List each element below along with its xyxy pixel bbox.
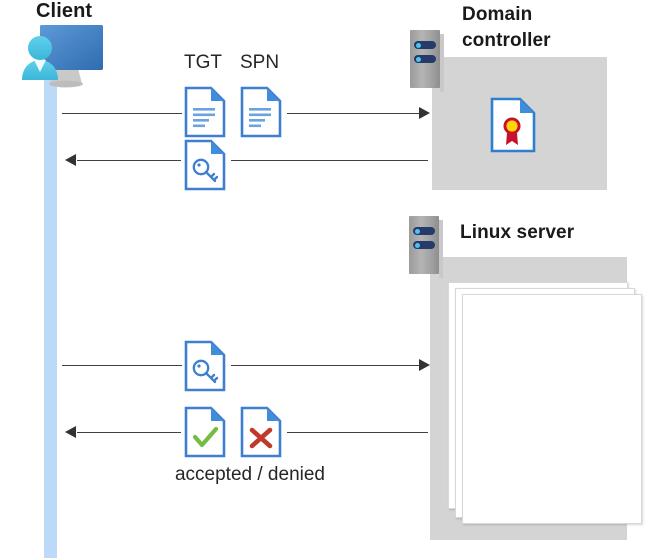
page-title-client: Client [36,0,93,22]
container-card-front: Container SQL [462,294,642,524]
rack-led-icon [414,55,436,63]
accepted-denied-label: accepted / denied [174,464,325,485]
domain-controller-title-line2: controller [462,30,551,51]
flow-2-line-left [77,160,181,161]
linux-server-title: Linux server [460,222,575,243]
spn-label: SPN [240,52,280,73]
domain-controller-title-line1: Domain [462,4,533,25]
certificate-icon [490,97,536,158]
accepted-document-icon [184,406,226,463]
flow-4-line-right [287,432,428,433]
rack-led-icon [413,241,435,249]
rack-led-icon [413,227,435,235]
tgt-label: TGT [184,52,222,73]
domain-controller-title: Domain controller [462,2,622,54]
flow-2-line-right [231,160,428,161]
tgt-document-icon [184,86,226,143]
flow-1-line-right [287,113,421,114]
service-ticket-key-document-icon [184,340,226,397]
flow-4-line-left [77,432,181,433]
flow-2-arrowhead [65,154,76,166]
spn-document-icon [240,86,282,143]
ticket-key-document-icon [184,139,226,196]
flow-1-line-left [62,113,182,114]
linux-server-rack-icon [409,216,443,278]
flow-3-line-right [231,365,421,366]
client-icon [10,22,110,92]
domain-controller-server-rack-icon [410,30,444,92]
denied-document-icon [240,406,282,463]
flow-1-arrowhead [419,107,430,119]
flow-3-arrowhead [419,359,430,371]
flow-3-line-left [62,365,182,366]
rack-led-icon [414,41,436,49]
flow-4-arrowhead [65,426,76,438]
client-lifeline [44,60,57,558]
